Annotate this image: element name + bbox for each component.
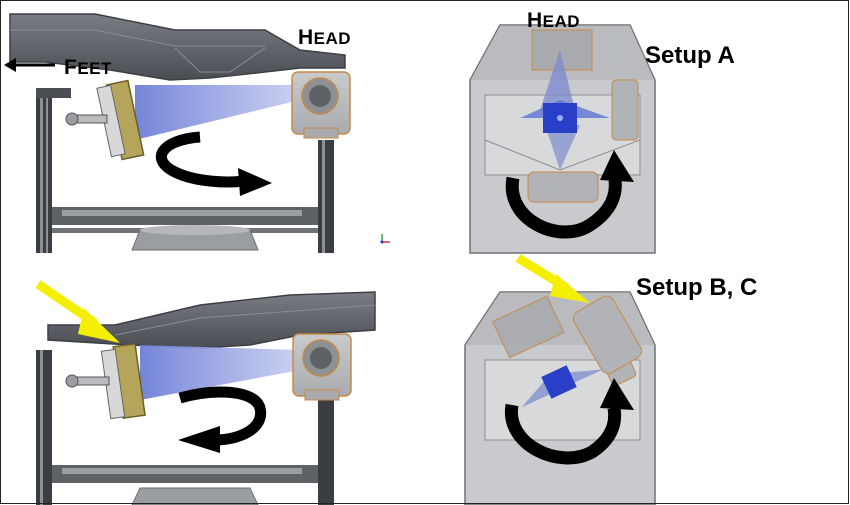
setup-bc-label: Setup B, C xyxy=(636,274,758,301)
head-label-front: HEAD xyxy=(527,9,581,32)
panel-side-view-setup-a xyxy=(4,13,390,253)
rotation-arrow-icon xyxy=(155,131,272,196)
xray-beam xyxy=(135,85,300,140)
rotation-arrow-icon xyxy=(505,378,634,465)
detector-panel xyxy=(65,79,145,161)
panel-front-view-setup-a xyxy=(469,24,656,254)
panel-side-view-setup-bc xyxy=(35,280,376,505)
head-label-side: HEAD xyxy=(298,26,352,49)
detector-panel xyxy=(65,342,146,420)
feet-direction-arrow-icon xyxy=(4,58,55,72)
yellow-pointer-arrow-icon xyxy=(35,280,120,343)
yellow-pointer-arrow-icon xyxy=(515,254,590,303)
gantry-head xyxy=(292,333,352,401)
patient-table xyxy=(47,291,376,349)
feet-label: FEET xyxy=(64,56,112,79)
patient-table xyxy=(9,13,346,81)
support-frame xyxy=(36,88,334,253)
rotation-arrow-icon xyxy=(178,386,267,453)
gantry-head xyxy=(291,71,351,139)
support-frame xyxy=(36,350,334,505)
xray-beam-front xyxy=(520,50,610,170)
axis-gizmo-icon xyxy=(380,234,390,244)
rotation-arrow-icon xyxy=(505,150,634,239)
xray-beam xyxy=(140,345,300,400)
setup-a-label: Setup A xyxy=(645,42,735,69)
panel-front-view-setup-bc xyxy=(464,254,656,505)
